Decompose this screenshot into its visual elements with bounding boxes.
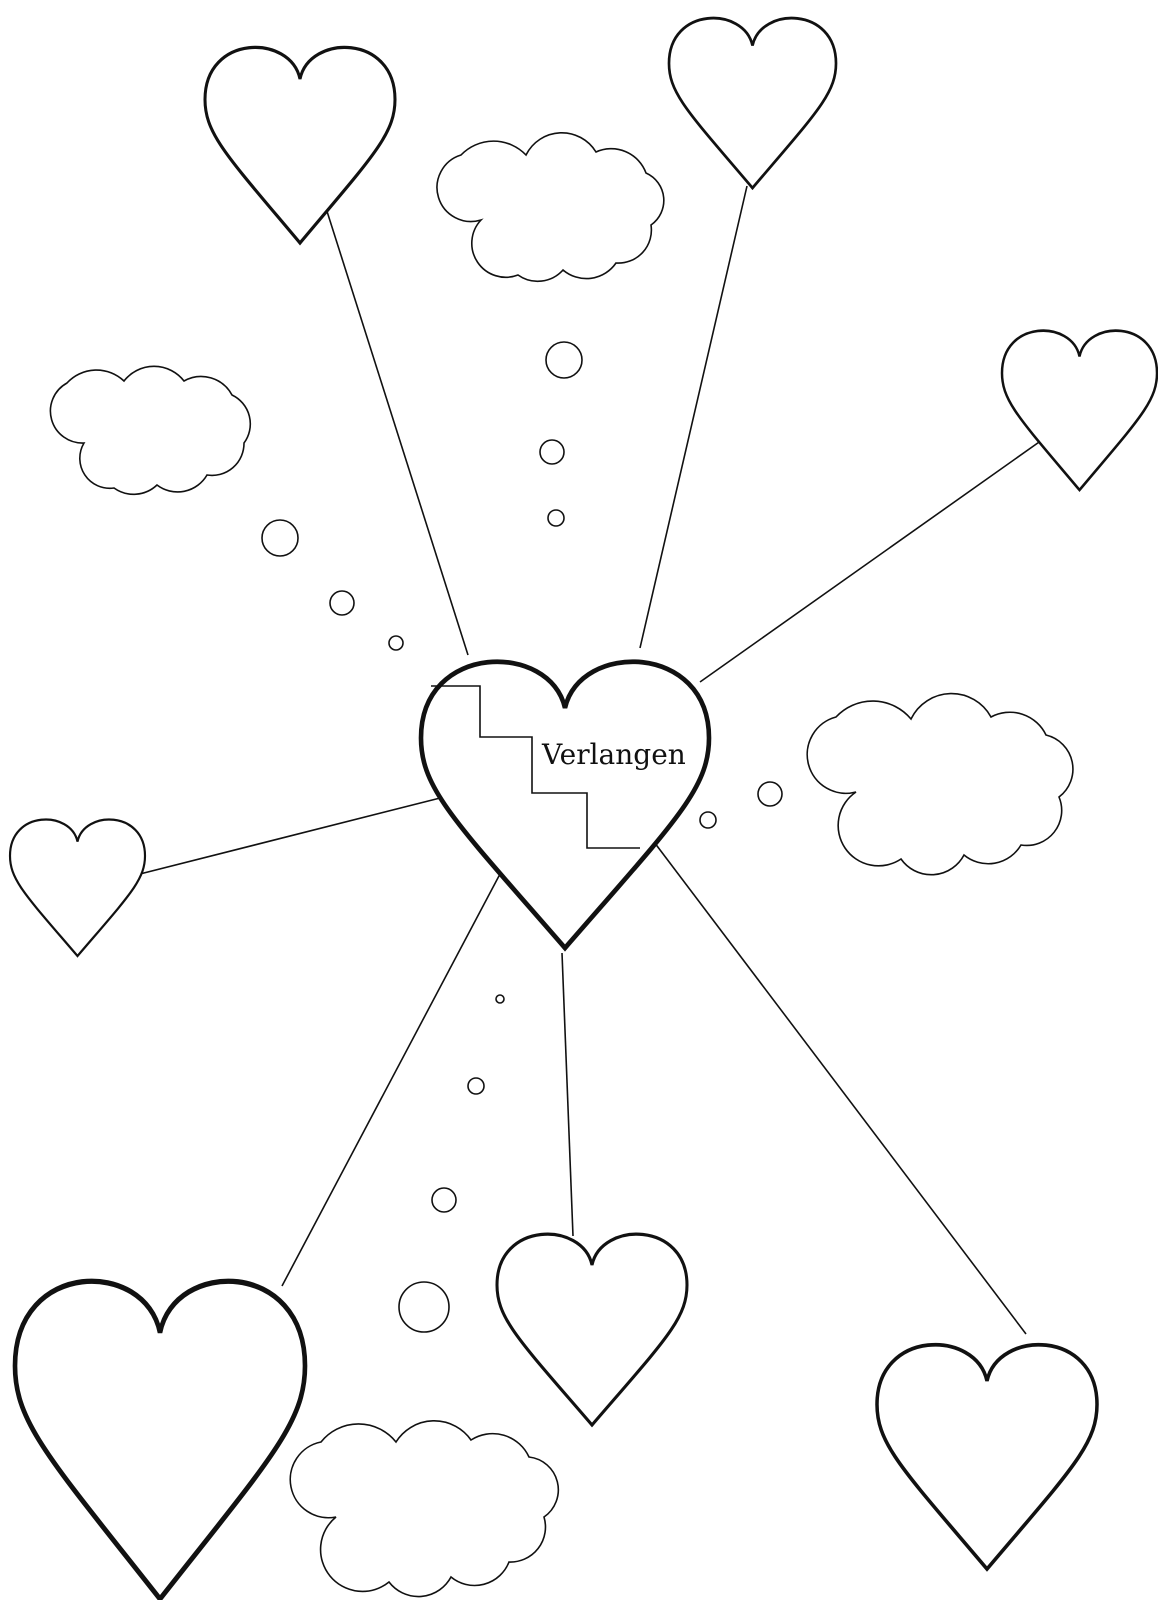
heart-node-top-left	[205, 47, 395, 243]
connector-right	[700, 440, 1042, 682]
bubble-bottom-medium	[432, 1188, 456, 1212]
bubble-right-small	[700, 812, 716, 828]
heart-node-bottom-left	[15, 1281, 305, 1599]
central-label: Verlangen	[541, 738, 686, 771]
cloud-right	[807, 694, 1073, 875]
bubble-left-large	[262, 520, 298, 556]
connector-bottom-center	[562, 953, 573, 1236]
heart-node-bottom-center	[497, 1234, 687, 1425]
bubble-bottom-large	[399, 1282, 449, 1332]
heart-node-right	[1002, 331, 1157, 490]
bubble-left-medium	[330, 591, 354, 615]
heart-node-bottom-right	[877, 1345, 1097, 1569]
bubble-right-large	[758, 782, 782, 806]
bubble-bottom-small	[468, 1078, 484, 1094]
bubble-left-small	[389, 636, 403, 650]
cloud-upper-left	[50, 366, 250, 494]
bubble-bottom-tiny	[496, 995, 504, 1003]
bubble-top-small	[548, 510, 564, 526]
central-heart: Verlangen	[421, 662, 709, 948]
cloud-top	[437, 133, 664, 281]
bubble-top-medium	[540, 440, 564, 464]
connector-top-left	[325, 205, 468, 655]
connector-bottom-left	[282, 874, 500, 1286]
connector-top-right	[640, 186, 747, 648]
connector-bottom-right	[648, 834, 1026, 1334]
heart-node-top-right	[669, 18, 836, 188]
connector-left	[132, 795, 452, 876]
heart-node-left	[10, 820, 145, 956]
cloud-bottom	[290, 1421, 558, 1597]
bubble-top-large	[546, 342, 582, 378]
